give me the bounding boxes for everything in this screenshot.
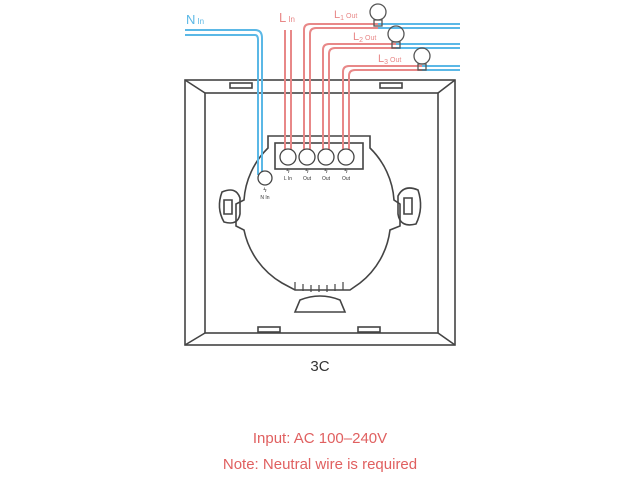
- top-clip-left: [229, 82, 253, 89]
- screw-n-in: [257, 170, 273, 186]
- bottom-tab: [293, 295, 347, 313]
- svg-text:ϟ: ϟ: [305, 169, 309, 175]
- terminal-labels: L In Out Out Out N In: [260, 176, 350, 201]
- right-screw-slot-inner: [403, 197, 413, 215]
- wire-n-in: [185, 29, 263, 175]
- left-screw-slot: [218, 189, 241, 224]
- svg-text:ϟ: ϟ: [263, 188, 267, 194]
- terminal-label-n-in: N In: [260, 195, 269, 201]
- bottom-clip-left: [257, 326, 281, 333]
- bulb-l3-icon: [413, 47, 431, 71]
- model-label: 3C: [310, 358, 330, 375]
- bulb-l1-icon: [369, 3, 387, 27]
- bottom-clip-right: [357, 326, 381, 333]
- neutral-wire-note: Note: Neutral wire is required: [222, 456, 418, 473]
- screw-l-in: [279, 148, 297, 166]
- outer-frame: [184, 79, 456, 346]
- ring-teeth: [294, 282, 344, 292]
- svg-text:ϟ: ϟ: [344, 169, 348, 175]
- screw-l3: [337, 148, 355, 166]
- inner-frame: [204, 92, 439, 334]
- screw-l2: [317, 148, 335, 166]
- terminal-label-l2: Out: [322, 176, 331, 182]
- wire-l1-out: [303, 23, 460, 150]
- screw-l1: [298, 148, 316, 166]
- mounting-ring: [235, 135, 401, 291]
- terminal-label-l1: Out: [303, 176, 312, 182]
- wire-l2-out: [322, 43, 460, 150]
- switch-plate: [184, 79, 456, 346]
- wire-l-in: [284, 30, 292, 150]
- bulb-l2-icon: [387, 25, 405, 49]
- svg-text:ϟ: ϟ: [286, 169, 290, 175]
- terminal-label-l-in: L In: [284, 176, 292, 182]
- terminal-block: [274, 142, 364, 170]
- top-clip-right: [379, 82, 403, 89]
- terminal-screws: [257, 148, 355, 186]
- wire-l3-out: [342, 65, 460, 150]
- terminal-bolt-marks: ϟ ϟ ϟ ϟ ϟ: [263, 169, 348, 194]
- svg-text:ϟ: ϟ: [324, 169, 328, 175]
- input-voltage-note: Input: AC 100–240V: [252, 430, 388, 447]
- right-screw-slot: [397, 187, 422, 226]
- left-screw-slot-inner: [223, 199, 233, 215]
- terminal-label-l3: Out: [342, 176, 351, 182]
